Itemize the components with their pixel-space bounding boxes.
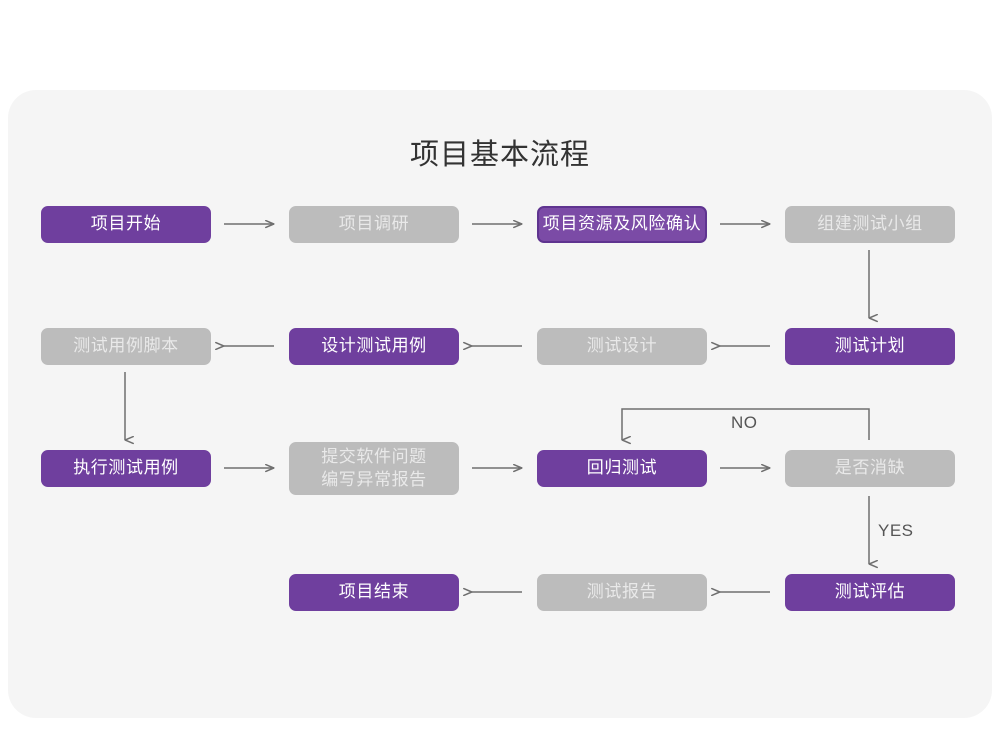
- node-test-evaluation[interactable]: 测试评估: [785, 574, 955, 611]
- node-test-report[interactable]: 测试报告: [537, 574, 707, 611]
- node-resource-risk-confirm[interactable]: 项目资源及风险确认: [537, 206, 707, 243]
- page-title: 项目基本流程: [409, 139, 590, 171]
- node-project-end[interactable]: 项目结束: [289, 574, 459, 611]
- edge-label-yes: YES: [878, 521, 914, 540]
- node-build-test-team[interactable]: 组建测试小组: [785, 206, 955, 243]
- node-test-design[interactable]: 测试设计: [537, 328, 707, 365]
- node-test-case-script[interactable]: 测试用例脚本: [41, 328, 211, 365]
- node-execute-test-case[interactable]: 执行测试用例: [41, 450, 211, 487]
- node-submit-issue-report[interactable]: 提交软件问题 编写异常报告: [289, 442, 459, 495]
- node-regression-test[interactable]: 回归测试: [537, 450, 707, 487]
- node-project-start[interactable]: 项目开始: [41, 206, 211, 243]
- node-test-plan[interactable]: 测试计划: [785, 328, 955, 365]
- node-project-research[interactable]: 项目调研: [289, 206, 459, 243]
- edge-label-no: NO: [731, 413, 758, 432]
- node-design-test-case[interactable]: 设计测试用例: [289, 328, 459, 365]
- diagram-panel: [8, 90, 992, 718]
- node-defect-resolved[interactable]: 是否消缺: [785, 450, 955, 487]
